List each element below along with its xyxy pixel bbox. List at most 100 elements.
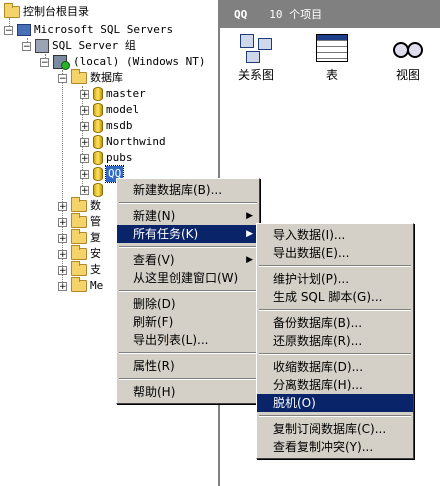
details-header: QQ 10 个项目 — [220, 0, 440, 28]
all-tasks-submenu[interactable]: 导入数据(I)... 导出数据(E)... 维护计划(P)... 生成 SQL 脚本(… — [256, 223, 414, 459]
details-title: QQ — [234, 7, 248, 21]
context_menu-item[interactable]: 属性(R) — [117, 357, 259, 375]
tree-node-group[interactable]: − SQL Server 组 — [22, 38, 136, 54]
tree-node-folder-2[interactable]: + 管 — [58, 213, 101, 230]
context-menu[interactable]: 新建数据库(B)...新建(N)▶所有任务(K)▶查看(V)▶从这里创建窗口(W… — [116, 178, 260, 404]
submenu-arrow-icon: ▶ — [246, 255, 253, 265]
database-icon — [93, 151, 103, 165]
item-label: 关系图 — [237, 68, 274, 82]
menu-item-label: 还原数据库(R)... — [273, 334, 363, 348]
menu-item-label: 查看复制冲突(Y)... — [273, 440, 374, 454]
menu-item-label: 导出数据(E)... — [273, 246, 350, 260]
submenu-item[interactable]: 收缩数据库(D)... — [257, 358, 413, 376]
context_menu-item[interactable]: 从这里创建窗口(W) — [117, 269, 259, 287]
expand-icon[interactable]: + — [58, 201, 67, 212]
menu-item-label: 备份数据库(B)... — [273, 316, 363, 330]
tree-node-ms-sql[interactable]: − Microsoft SQL Servers — [4, 22, 173, 38]
collapse-icon[interactable]: − — [40, 57, 49, 68]
item-tables[interactable]: 表 — [302, 34, 362, 83]
tree-node-folder-1[interactable]: + 数 — [58, 197, 101, 214]
tree-node-label: Microsoft SQL Servers — [34, 23, 174, 36]
tree-node-folder-3[interactable]: + 复 — [58, 229, 101, 246]
tree-node-databases[interactable]: − 数据库 — [58, 69, 123, 86]
menu-item-label: 删除(D) — [133, 297, 176, 311]
menu-item-label: 查看(V) — [133, 253, 175, 267]
expand-icon[interactable]: + — [80, 105, 89, 116]
item-count: 10 个项目 — [269, 8, 323, 21]
context_menu-item[interactable]: 刷新(F) — [117, 313, 259, 331]
folder-icon — [71, 213, 87, 228]
tree-node-db-msdb[interactable]: + msdb — [80, 118, 133, 134]
submenu-item[interactable]: 复制订阅数据库(C)... — [257, 420, 413, 438]
tree-node-folder-4[interactable]: + 安 — [58, 245, 101, 262]
menu-item-label: 属性(R) — [133, 359, 175, 373]
collapse-icon[interactable]: − — [4, 25, 13, 36]
submenu-item[interactable]: 维护计划(P)... — [257, 270, 413, 288]
submenu-item[interactable]: 还原数据库(R)... — [257, 332, 413, 350]
submenu-item[interactable]: 导出数据(E)... — [257, 244, 413, 262]
expand-icon[interactable]: + — [80, 185, 89, 196]
tree-node-folder-5[interactable]: + 支 — [58, 261, 101, 278]
tree-node-label: msdb — [106, 119, 133, 132]
expand-icon[interactable]: + — [58, 265, 67, 276]
submenu-arrow-icon: ▶ — [246, 229, 253, 239]
folder-open-icon — [71, 69, 87, 84]
folder-icon — [4, 3, 20, 18]
expand-icon[interactable]: + — [80, 89, 89, 100]
menu-item-label: 新建(N) — [133, 209, 176, 223]
expand-icon[interactable]: + — [80, 169, 89, 180]
item-views[interactable]: 视图 — [378, 34, 438, 83]
tree-node-folder-6[interactable]: + Me — [58, 277, 103, 294]
expand-icon[interactable]: + — [58, 217, 67, 228]
tree-node-db-pubs[interactable]: + pubs — [80, 150, 133, 166]
context_menu-item[interactable]: 新建数据库(B)... — [117, 181, 259, 199]
diagram-icon — [240, 34, 272, 63]
expand-icon[interactable]: + — [80, 121, 89, 132]
context_menu-item[interactable]: 删除(D) — [117, 295, 259, 313]
context_menu-item[interactable]: 查看(V) ▶ — [117, 251, 259, 269]
submenu-item[interactable]: 查看复制冲突(Y)... — [257, 438, 413, 456]
submenu-item[interactable]: 备份数据库(B)... — [257, 314, 413, 332]
tree-node-db-master[interactable]: + master — [80, 86, 146, 102]
tree-node-local-server[interactable]: − (local) (Windows NT) — [40, 54, 205, 70]
menu-separator — [119, 246, 257, 248]
details-items: 关系图 表 视图 — [220, 34, 440, 94]
menu-separator — [119, 378, 257, 380]
tree-node-db-northwind[interactable]: + Northwind — [80, 134, 166, 150]
tree-node-label: pubs — [106, 151, 133, 164]
expand-icon[interactable]: + — [80, 153, 89, 164]
context_menu-item[interactable]: 导出列表(L)... — [117, 331, 259, 349]
server-running-icon — [53, 55, 70, 70]
menu-item-label: 分离数据库(H)... — [273, 378, 363, 392]
context_menu-item[interactable]: 帮助(H) — [117, 383, 259, 401]
folder-icon — [71, 197, 87, 212]
menu-item-label: 维护计划(P)... — [273, 272, 350, 286]
expand-icon[interactable]: + — [58, 249, 67, 260]
collapse-icon[interactable]: − — [22, 41, 31, 52]
submenu-item[interactable]: 分离数据库(H)... — [257, 376, 413, 394]
tree-node-db-model[interactable]: + model — [80, 102, 139, 118]
menu-item-label: 从这里创建窗口(W) — [133, 271, 239, 285]
tree-line — [9, 18, 10, 32]
submenu-item[interactable]: 脱机(O) — [257, 394, 413, 412]
menu-item-label: 复制订阅数据库(C)... — [273, 422, 387, 436]
context_menu-item[interactable]: 新建(N)▶ — [117, 207, 259, 225]
tree-node-label: SQL Server 组 — [52, 39, 136, 52]
menu-item-label: 导入数据(I)... — [273, 228, 346, 242]
database-icon — [93, 103, 103, 117]
item-diagrams[interactable]: 关系图 — [226, 34, 286, 83]
menu-item-label: 新建数据库(B)... — [133, 183, 223, 197]
menu-separator — [259, 353, 411, 355]
submenu-item[interactable]: 导入数据(I)... — [257, 226, 413, 244]
submenu-item[interactable]: 生成 SQL 脚本(G)... — [257, 288, 413, 306]
expand-icon[interactable]: + — [80, 137, 89, 148]
menu-item-label: 脱机(O) — [273, 396, 316, 410]
expand-icon[interactable]: + — [58, 233, 67, 244]
tree-node-db-hidden[interactable]: + — [80, 182, 106, 198]
expand-icon[interactable]: + — [58, 281, 67, 292]
menu-separator — [119, 290, 257, 292]
context_menu-item[interactable]: 所有任务(K)▶ — [117, 225, 259, 243]
collapse-icon[interactable]: − — [58, 73, 67, 84]
tree-node-root[interactable]: 控制台根目录 — [4, 3, 89, 20]
database-icon — [93, 119, 103, 133]
